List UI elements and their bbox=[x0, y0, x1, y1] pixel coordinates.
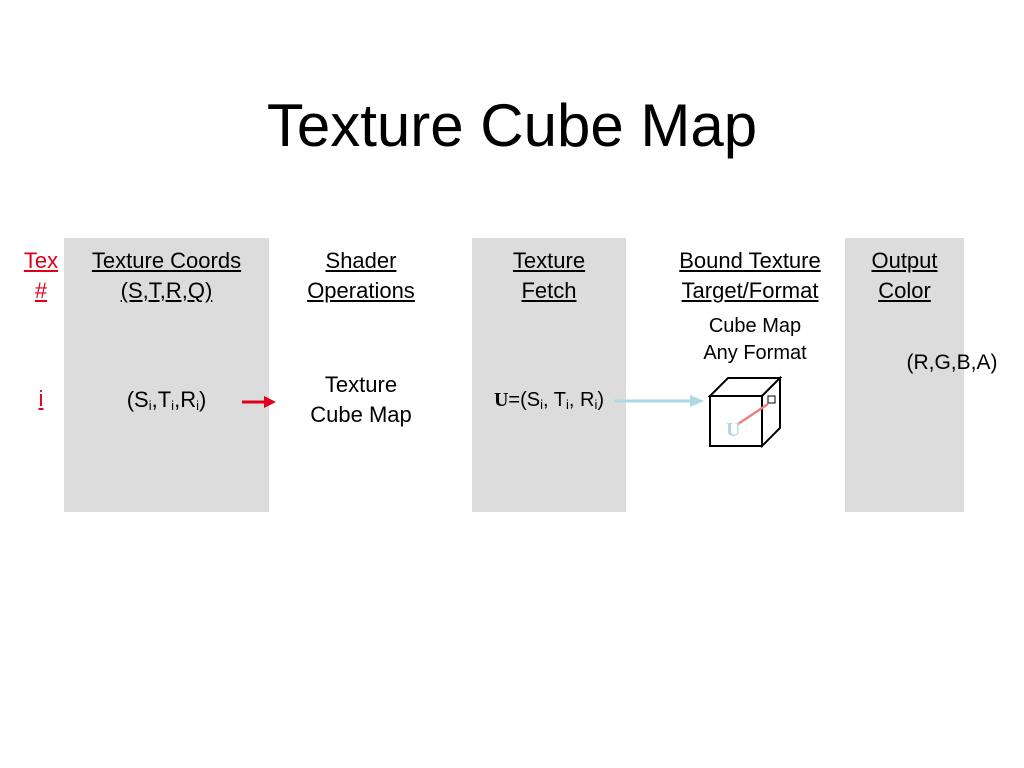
tex-index-value: i bbox=[38, 386, 44, 411]
coord-s: S bbox=[134, 387, 149, 412]
tex-header-line2: # bbox=[34, 278, 48, 303]
shader-operations-header: Shader Operations bbox=[286, 246, 436, 306]
fetch-u: U bbox=[493, 389, 509, 411]
shader-body-line2: Cube Map bbox=[310, 402, 412, 427]
bound-texture-body: Cube Map Any Format bbox=[670, 313, 840, 367]
shader-header-line1: Shader bbox=[325, 248, 397, 273]
cube-texel-marker bbox=[767, 395, 776, 404]
output-color-value: (R,G,B,A) bbox=[906, 351, 998, 374]
bound-texture-header: Bound Texture Target/Format bbox=[660, 246, 840, 306]
fetch-t: T bbox=[553, 389, 566, 411]
coord-s-sub: i bbox=[148, 398, 152, 413]
coord-r: R bbox=[180, 387, 197, 412]
bound-texture-header-line1: Bound Texture bbox=[679, 248, 821, 273]
coord-t: T bbox=[157, 387, 172, 412]
cube-direction-vector bbox=[737, 402, 769, 426]
texture-fetch-header-line2: Fetch bbox=[521, 278, 577, 303]
fetch-s: S bbox=[526, 389, 541, 411]
fetch-to-cube-arrow bbox=[614, 395, 704, 407]
fetch-s-sub: i bbox=[540, 397, 543, 412]
output-header-line1: Output bbox=[871, 248, 938, 273]
output-color-header: Output Color bbox=[845, 246, 964, 306]
coord-r-sub: i bbox=[196, 398, 199, 413]
texture-coords-header-line1: Texture Coords bbox=[91, 248, 242, 273]
texture-fetch-panel bbox=[472, 238, 626, 512]
bound-body-line2: Any Format bbox=[703, 342, 807, 364]
texture-coords-header: Texture Coords (S,T,R,Q) bbox=[64, 246, 269, 306]
fetch-r-sub: i bbox=[594, 397, 598, 412]
fetch-expression: U=(Si, Ti, Ri) bbox=[493, 389, 605, 412]
tex-number-header: Tex # bbox=[14, 246, 68, 306]
fetch-r: R bbox=[580, 389, 595, 411]
shader-body-line1: Texture bbox=[324, 372, 398, 397]
coords-to-shader-arrow bbox=[242, 396, 276, 408]
cube-front-face bbox=[709, 395, 763, 447]
bound-body-line1: Cube Map bbox=[708, 315, 802, 337]
texture-coords-panel bbox=[64, 238, 269, 512]
page-title: Texture Cube Map bbox=[266, 92, 758, 159]
bound-texture-header-line2: Target/Format bbox=[681, 278, 819, 303]
shader-header-line2: Operations bbox=[307, 278, 415, 303]
fetch-t-sub: i bbox=[565, 397, 569, 412]
red-arrow-head bbox=[264, 396, 276, 408]
coords-expression: (Si,Ti,Ri) bbox=[126, 387, 207, 413]
output-color-panel bbox=[845, 238, 964, 512]
cube-map-icon: U bbox=[707, 375, 783, 449]
output-header-line2: Color bbox=[878, 278, 931, 303]
texture-fetch-header-line1: Texture bbox=[512, 248, 586, 273]
texture-fetch-header: Texture Fetch bbox=[472, 246, 626, 306]
tex-header-line1: Tex bbox=[23, 248, 59, 273]
texture-coords-header-line2: (S,T,R,Q) bbox=[120, 278, 213, 303]
blue-arrow-head bbox=[690, 395, 704, 407]
cube-u-label: U bbox=[726, 419, 740, 441]
shader-operation-body: Texture Cube Map bbox=[286, 370, 436, 430]
coord-t-sub: i bbox=[171, 398, 175, 413]
